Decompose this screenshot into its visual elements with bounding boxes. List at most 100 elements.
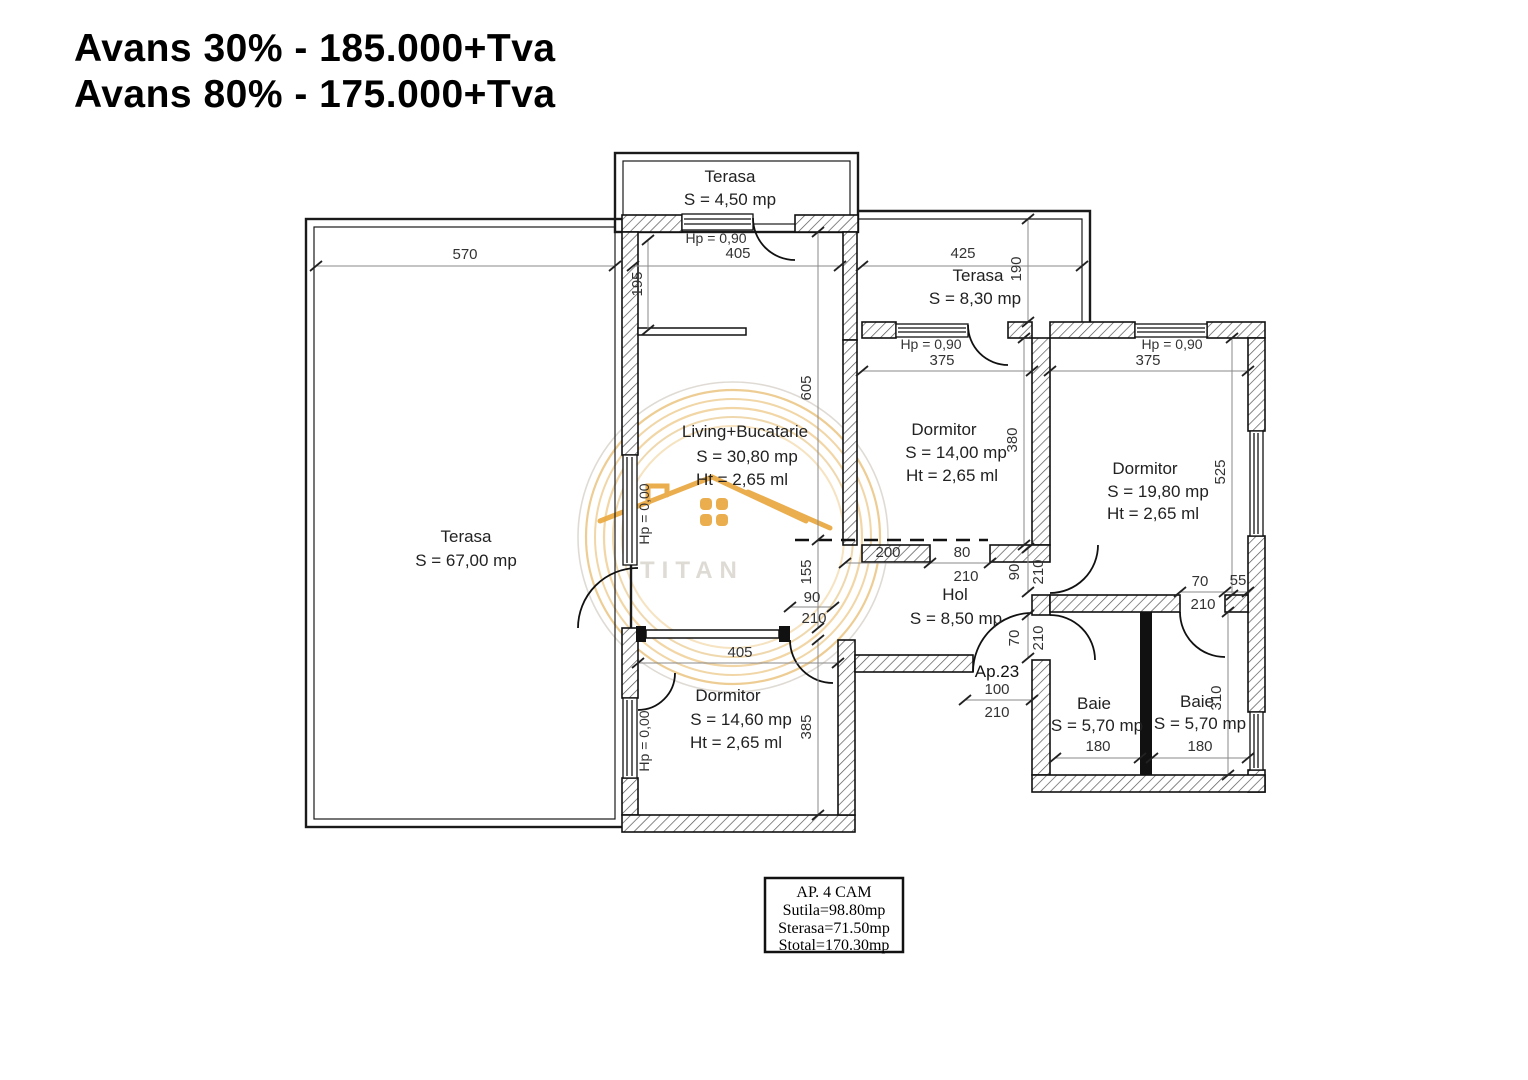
dim-70-b: 70 xyxy=(1192,573,1209,590)
apartment-summary-box: AP. 4 CAM Sutila=98.80mp Sterasa=71.50mp… xyxy=(763,876,905,954)
room-dormitor-right-height: Ht = 2,65 ml xyxy=(1107,504,1199,523)
room-terasa-top-name: Terasa xyxy=(704,167,756,186)
left-terrace-outline xyxy=(304,217,633,829)
dim-70-a: 70 xyxy=(1006,630,1023,647)
dim-605: 605 xyxy=(798,375,815,400)
windows-layer xyxy=(622,213,1264,779)
dimension-lines xyxy=(316,219,1248,815)
door-arc xyxy=(789,639,834,684)
watermark-ring xyxy=(594,398,872,676)
dim-570: 570 xyxy=(452,246,477,263)
watermark-logo: TITAN xyxy=(577,381,889,693)
dim-210-c: 210 xyxy=(1030,625,1047,650)
partitions-layer xyxy=(636,327,1152,775)
room-dormitor-bottom-area: S = 14,60 mp xyxy=(690,710,792,729)
dim-90-a: 90 xyxy=(1006,564,1023,581)
window xyxy=(622,697,638,779)
price-line-1: Avans 30% - 185.000+Tva xyxy=(74,27,556,70)
room-dormitor-mid-area: S = 14,00 mp xyxy=(905,443,1007,462)
dim-hp000-dorm: Hp = 0,00 xyxy=(636,710,652,771)
right-terrace-outline xyxy=(858,209,1092,335)
room-dormitor-right-name: Dormitor xyxy=(1112,459,1178,478)
price-header: Avans 30% - 185.000+Tva Avans 80% - 175.… xyxy=(74,26,556,118)
dim-180-right: 180 xyxy=(1187,738,1212,755)
dim-210-a: 210 xyxy=(953,568,978,585)
dim-hp090-top: Hp = 0,90 xyxy=(685,230,746,246)
dim-525: 525 xyxy=(1212,459,1229,484)
dim-405-bottom: 405 xyxy=(727,644,752,661)
left-terrace-outline-inner xyxy=(313,226,616,820)
dim-385: 385 xyxy=(798,714,815,739)
room-baie-left-area: S = 5,70 mp xyxy=(1051,716,1143,735)
bath-divider-wall xyxy=(1140,612,1152,775)
summary-title: AP. 4 CAM xyxy=(796,884,871,901)
logo-dots-icon xyxy=(700,498,728,526)
dim-405-top: 405 xyxy=(725,245,750,262)
room-living-height: Ht = 2,65 ml xyxy=(696,470,788,489)
door-arc xyxy=(1049,614,1096,661)
watermark-ring xyxy=(584,388,882,686)
dim-210-f: 210 xyxy=(984,704,1009,721)
dim-hp090-right: Hp = 0,90 xyxy=(1141,336,1202,352)
room-dormitor-bottom-height: Ht = 2,65 ml xyxy=(690,733,782,752)
watermark-ring xyxy=(577,381,889,693)
dim-210-e: 210 xyxy=(1190,596,1215,613)
doors-layer xyxy=(577,217,1226,711)
room-terasa-top-area: S = 4,50 mp xyxy=(684,190,776,209)
door-arc xyxy=(577,567,639,629)
dim-190: 190 xyxy=(1008,256,1025,281)
window xyxy=(1249,711,1264,771)
dim-210-d: 210 xyxy=(801,610,826,627)
window xyxy=(1134,323,1208,338)
room-hol-name: Hol xyxy=(942,585,968,604)
dim-375-mid: 375 xyxy=(929,352,954,369)
dim-310: 310 xyxy=(1208,685,1225,710)
right-terrace-outline-inner xyxy=(858,218,1083,335)
door-arc xyxy=(972,612,1033,673)
door-arc xyxy=(1049,544,1099,594)
dim-195: 195 xyxy=(629,271,646,296)
walls-layer xyxy=(621,214,1266,833)
window xyxy=(681,213,754,231)
partition-wall xyxy=(645,629,780,639)
dim-100: 100 xyxy=(984,681,1009,698)
dim-80: 80 xyxy=(954,544,971,561)
window xyxy=(622,454,638,566)
partition-cap xyxy=(779,626,790,642)
dim-90-b: 90 xyxy=(804,589,821,606)
dim-55: 55 xyxy=(1230,572,1247,589)
dim-380: 380 xyxy=(1004,427,1021,452)
summary-sterasa: Sterasa=71.50mp xyxy=(778,920,890,937)
room-baie-right-name: Baie xyxy=(1180,692,1214,711)
dim-hp000-living: Hp = 0,00 xyxy=(636,483,652,544)
dim-155: 155 xyxy=(798,559,815,584)
room-dormitor-mid-name: Dormitor xyxy=(911,420,977,439)
dim-210-b: 210 xyxy=(1030,559,1047,584)
room-living-name: Living+Bucatarie xyxy=(682,422,808,441)
summary-box-border xyxy=(763,876,905,954)
room-dormitor-mid-height: Ht = 2,65 ml xyxy=(906,466,998,485)
watermark-text: TITAN xyxy=(640,557,744,584)
room-living-area: S = 30,80 mp xyxy=(696,447,798,466)
entrance-label: Ap.23 xyxy=(975,662,1019,681)
dim-200: 200 xyxy=(875,544,900,561)
room-dormitor-right-area: S = 19,80 mp xyxy=(1107,482,1209,501)
room-terasa-left-name: Terasa xyxy=(440,527,492,546)
summary-stotal: Stotal=170.30mp xyxy=(779,937,890,954)
room-dormitor-bottom-name: Dormitor xyxy=(695,686,761,705)
room-labels: Terasa S = 4,50 mp Terasa S = 67,00 mp T… xyxy=(415,167,1246,752)
partition-cap xyxy=(636,626,646,642)
room-baie-left-name: Baie xyxy=(1077,694,1111,713)
door-arc xyxy=(1179,611,1226,658)
room-terasa-right-name: Terasa xyxy=(952,266,1004,285)
watermark-ring xyxy=(602,406,864,668)
price-line-2: Avans 80% - 175.000+Tva xyxy=(74,73,556,116)
dim-375-right: 375 xyxy=(1135,352,1160,369)
door-arc xyxy=(637,672,676,711)
dim-425: 425 xyxy=(950,245,975,262)
dimension-labels: 570 405 195 425 190 605 Hp = 0,90 Hp = 0… xyxy=(452,230,1246,772)
room-terasa-left-area: S = 67,00 mp xyxy=(415,551,517,570)
window xyxy=(895,323,969,338)
dim-180-left: 180 xyxy=(1085,738,1110,755)
